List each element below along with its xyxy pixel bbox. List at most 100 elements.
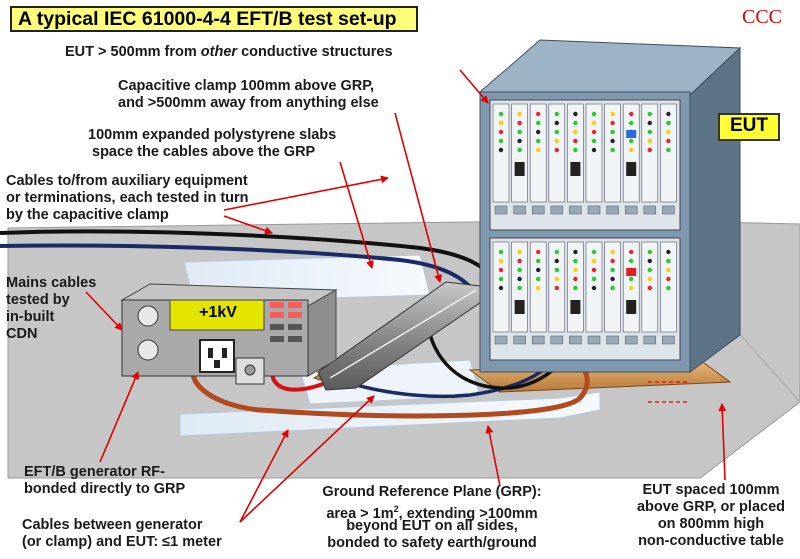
rack-led	[666, 120, 671, 126]
rack-card-foot	[550, 335, 564, 345]
rack-card-foot	[643, 205, 657, 215]
label-slabs-1: 100mm expanded polystyrene slabs	[88, 127, 337, 143]
rack-led	[536, 120, 541, 126]
rack-led	[536, 138, 541, 144]
generator-voltage-readout: +1kV	[199, 304, 237, 321]
rack-led	[573, 285, 578, 291]
rack-led	[517, 249, 522, 255]
rack-led	[610, 111, 615, 117]
rack-led	[517, 276, 522, 282]
rack-led	[610, 249, 615, 255]
rack-led	[573, 258, 578, 264]
arrow-spacing	[718, 403, 727, 481]
rack-led	[610, 276, 615, 282]
rack-port	[626, 300, 637, 314]
rack-card	[660, 103, 677, 203]
rack-led	[591, 120, 597, 126]
rack-card-foot	[606, 335, 619, 345]
label-mains-4: CDN	[6, 326, 38, 342]
rack-led	[573, 111, 578, 117]
rack-led	[536, 285, 541, 291]
rack-led	[629, 285, 634, 291]
label-grp-4: bonded to safety earth/ground	[327, 535, 537, 551]
rack-card	[567, 103, 584, 203]
rack-port	[626, 162, 637, 176]
rack-led	[498, 111, 504, 117]
rack-card	[641, 103, 659, 203]
generator-key	[288, 336, 302, 342]
label-grp-2-b: , extending >100mm	[398, 505, 538, 522]
rack-led	[666, 129, 671, 135]
generator-knob-top	[137, 305, 159, 327]
rack-card-foot	[494, 335, 508, 345]
rack-port	[514, 162, 525, 176]
arrow-slabs	[339, 161, 374, 269]
rack-led	[498, 129, 504, 135]
rack-led	[554, 249, 559, 255]
label-clamp-2: and >500mm away from anything else	[118, 95, 379, 111]
label-aux-1: Cables to/from auxiliary equipment	[6, 173, 248, 189]
label-grp-2-a: area > 1m	[326, 505, 394, 522]
rack-led	[610, 120, 615, 126]
rack-led	[591, 276, 597, 282]
rack-card-foot	[624, 205, 638, 215]
rack-port	[570, 162, 581, 176]
rack-card-foot	[606, 205, 619, 215]
rack-led	[610, 285, 615, 291]
label-spacing-2: above GRP, or placed	[636, 499, 785, 515]
label-grp-1: Ground Reference Plane (GRP):	[322, 484, 542, 500]
rack-card-foot	[513, 335, 526, 345]
label-grp-2-sup: 2	[393, 504, 399, 514]
generator-knob-bottom	[137, 339, 159, 361]
label-grp-3: beyond EUT on all sides,	[346, 518, 518, 534]
rack-led	[666, 276, 671, 282]
arrow-generator	[99, 371, 139, 463]
rack-led	[610, 138, 615, 144]
rack-led	[647, 147, 652, 153]
rack-led	[591, 285, 597, 291]
rack-card-foot	[624, 335, 638, 345]
rack-led	[536, 129, 541, 135]
rack-led	[629, 111, 634, 117]
generator-red-key	[270, 312, 284, 318]
rack-led	[554, 276, 559, 282]
rack-card-foot	[569, 335, 582, 345]
rack-led	[647, 138, 652, 144]
label-eut-distance: EUT > 500mm from other conductive struct…	[65, 44, 393, 61]
rack-led	[647, 258, 652, 264]
rack-led	[536, 249, 541, 255]
generator-key	[270, 336, 284, 342]
rack-led	[554, 111, 559, 117]
label-cables-1: Cables between generator	[22, 517, 203, 533]
rack-led	[498, 120, 504, 126]
generator-key	[288, 324, 302, 330]
rack-card-foot	[513, 205, 526, 215]
rack-led	[647, 111, 652, 117]
rack-led	[666, 285, 671, 291]
rack-led	[498, 276, 504, 282]
rack-led	[554, 267, 559, 273]
rack-led	[647, 285, 652, 291]
rack-led	[666, 111, 671, 117]
aux-cable-navy	[0, 243, 482, 302]
label-mains-2: tested by	[6, 292, 70, 308]
rack-led	[573, 267, 578, 273]
rack-led	[666, 249, 671, 255]
rack-led	[591, 258, 597, 264]
rack-led	[573, 120, 578, 126]
rack-led	[536, 258, 541, 264]
rack-card-foot	[569, 205, 582, 215]
label-generator-2: bonded directly to GRP	[24, 481, 186, 497]
rack-card-foot	[643, 335, 657, 345]
label-cables-2: (or clamp) and EUT: ≤1 meter	[22, 534, 222, 550]
rack-led	[498, 258, 504, 264]
rack-card-foot	[531, 335, 545, 345]
rack-led	[498, 249, 504, 255]
generator-key	[270, 324, 284, 330]
rack-led	[536, 147, 541, 153]
rack-led	[573, 129, 578, 135]
rack-led	[536, 276, 541, 282]
rack-led	[666, 138, 671, 144]
rack-led	[629, 249, 634, 255]
